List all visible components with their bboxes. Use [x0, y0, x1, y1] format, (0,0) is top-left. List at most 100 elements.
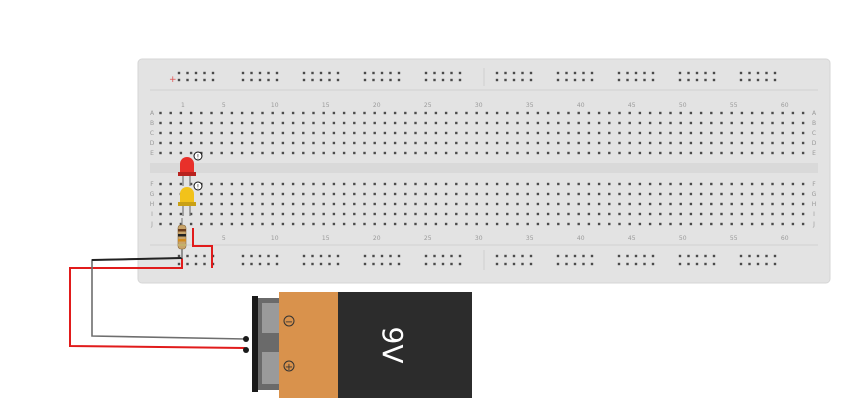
- breadboard-hole[interactable]: [434, 151, 438, 155]
- breadboard-hole[interactable]: [587, 111, 591, 115]
- breadboard-hole[interactable]: [240, 202, 244, 206]
- rail-hole[interactable]: [250, 262, 253, 266]
- breadboard-hole[interactable]: [557, 131, 560, 135]
- breadboard-hole[interactable]: [444, 111, 448, 115]
- breadboard-hole[interactable]: [210, 182, 213, 186]
- breadboard-hole[interactable]: [546, 111, 550, 115]
- breadboard-hole[interactable]: [546, 192, 550, 196]
- breadboard-hole[interactable]: [567, 212, 570, 216]
- rail-hole[interactable]: [267, 78, 270, 82]
- breadboard-hole[interactable]: [444, 121, 448, 125]
- breadboard-hole[interactable]: [495, 182, 499, 186]
- breadboard-hole[interactable]: [353, 131, 356, 135]
- breadboard-hole[interactable]: [720, 131, 723, 135]
- rail-hole[interactable]: [186, 78, 189, 82]
- breadboard-hole[interactable]: [444, 151, 448, 155]
- breadboard-hole[interactable]: [485, 111, 489, 115]
- breadboard-hole[interactable]: [801, 182, 805, 186]
- rail-hole[interactable]: [521, 262, 524, 266]
- rail-hole[interactable]: [203, 71, 206, 75]
- breadboard-hole[interactable]: [546, 141, 550, 145]
- breadboard-hole[interactable]: [240, 141, 244, 145]
- rail-hole[interactable]: [302, 254, 306, 258]
- breadboard-hole[interactable]: [393, 121, 397, 125]
- breadboard-hole[interactable]: [740, 131, 744, 135]
- breadboard-hole[interactable]: [414, 202, 417, 206]
- breadboard-hole[interactable]: [740, 202, 744, 206]
- breadboard-hole[interactable]: [485, 192, 489, 196]
- rail-hole[interactable]: [450, 71, 453, 75]
- rail-hole[interactable]: [311, 254, 314, 258]
- breadboard-hole[interactable]: [710, 121, 713, 125]
- breadboard-hole[interactable]: [200, 131, 203, 135]
- breadboard-hole[interactable]: [761, 222, 764, 226]
- breadboard-hole[interactable]: [516, 121, 519, 125]
- breadboard-hole[interactable]: [730, 222, 733, 226]
- breadboard-hole[interactable]: [710, 111, 713, 115]
- rail-hole[interactable]: [397, 71, 401, 75]
- breadboard-hole[interactable]: [689, 202, 693, 206]
- breadboard-hole[interactable]: [771, 212, 774, 216]
- breadboard-hole[interactable]: [710, 202, 713, 206]
- breadboard-hole[interactable]: [444, 141, 448, 145]
- breadboard-hole[interactable]: [689, 121, 693, 125]
- breadboard-hole[interactable]: [240, 182, 244, 186]
- breadboard-hole[interactable]: [710, 151, 713, 155]
- rail-hole[interactable]: [712, 71, 716, 75]
- breadboard-hole[interactable]: [608, 151, 611, 155]
- breadboard-hole[interactable]: [383, 151, 387, 155]
- breadboard-hole[interactable]: [546, 182, 550, 186]
- rail-hole[interactable]: [450, 262, 453, 266]
- rail-hole[interactable]: [739, 262, 743, 266]
- breadboard-hole[interactable]: [291, 111, 295, 115]
- breadboard-hole[interactable]: [434, 182, 438, 186]
- breadboard-hole[interactable]: [526, 111, 529, 115]
- breadboard-hole[interactable]: [363, 182, 366, 186]
- breadboard-hole[interactable]: [669, 121, 672, 125]
- rail-hole[interactable]: [573, 262, 577, 266]
- breadboard-hole[interactable]: [516, 111, 519, 115]
- rail-hole[interactable]: [634, 262, 638, 266]
- breadboard-hole[interactable]: [475, 182, 478, 186]
- breadboard-hole[interactable]: [679, 202, 682, 206]
- rail-hole[interactable]: [643, 71, 646, 75]
- breadboard-hole[interactable]: [159, 212, 162, 216]
- breadboard-hole[interactable]: [597, 121, 601, 125]
- rail-hole[interactable]: [194, 71, 198, 75]
- breadboard-hole[interactable]: [373, 182, 376, 186]
- breadboard-hole[interactable]: [628, 111, 631, 115]
- rail-hole[interactable]: [336, 71, 340, 75]
- breadboard-hole[interactable]: [526, 131, 529, 135]
- breadboard-hole[interactable]: [618, 212, 621, 216]
- red-jumper-wire[interactable]: [192, 228, 213, 268]
- breadboard-hole[interactable]: [495, 202, 499, 206]
- breadboard-hole[interactable]: [740, 182, 744, 186]
- rail-hole[interactable]: [380, 254, 384, 258]
- breadboard-hole[interactable]: [200, 141, 203, 145]
- breadboard-hole[interactable]: [383, 202, 387, 206]
- breadboard-hole[interactable]: [455, 222, 458, 226]
- breadboard-hole[interactable]: [281, 222, 285, 226]
- breadboard-hole[interactable]: [557, 141, 560, 145]
- breadboard-hole[interactable]: [475, 192, 478, 196]
- breadboard-hole[interactable]: [730, 131, 733, 135]
- rail-hole[interactable]: [739, 71, 743, 75]
- breadboard-hole[interactable]: [189, 111, 193, 115]
- rail-hole[interactable]: [678, 262, 682, 266]
- breadboard-hole[interactable]: [536, 192, 540, 196]
- breadboard-hole[interactable]: [659, 182, 662, 186]
- rail-hole[interactable]: [275, 78, 279, 82]
- led-red[interactable]: !: [178, 151, 203, 186]
- breadboard-hole[interactable]: [230, 141, 234, 145]
- breadboard-hole[interactable]: [230, 151, 234, 155]
- breadboard-hole[interactable]: [271, 222, 274, 226]
- breadboard-hole[interactable]: [750, 182, 754, 186]
- rail-hole[interactable]: [177, 71, 181, 75]
- breadboard-hole[interactable]: [740, 151, 744, 155]
- breadboard-hole[interactable]: [587, 151, 591, 155]
- breadboard-hole[interactable]: [659, 202, 662, 206]
- breadboard-hole[interactable]: [761, 141, 764, 145]
- rail-hole[interactable]: [177, 262, 181, 266]
- rail-hole[interactable]: [495, 78, 499, 82]
- rail-hole[interactable]: [712, 254, 716, 258]
